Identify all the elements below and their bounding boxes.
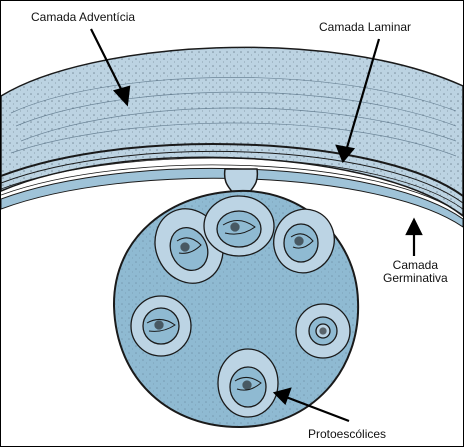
- protoscolex: [204, 196, 274, 256]
- label-laminar: Camada Laminar: [319, 21, 411, 34]
- protoscolex: [218, 349, 278, 417]
- label-germinativa: Camada Germinativa: [383, 259, 448, 285]
- protoscolex: [296, 304, 350, 358]
- protoscolex: [131, 296, 191, 356]
- label-adventicia: Camada Adventícia: [31, 11, 135, 24]
- label-germinativa-line2: Germinativa: [383, 272, 448, 285]
- label-protoescolices: Protoescólices: [308, 428, 386, 441]
- arrowhead-germinativa: [407, 220, 421, 234]
- capsule-stalk: [225, 169, 258, 193]
